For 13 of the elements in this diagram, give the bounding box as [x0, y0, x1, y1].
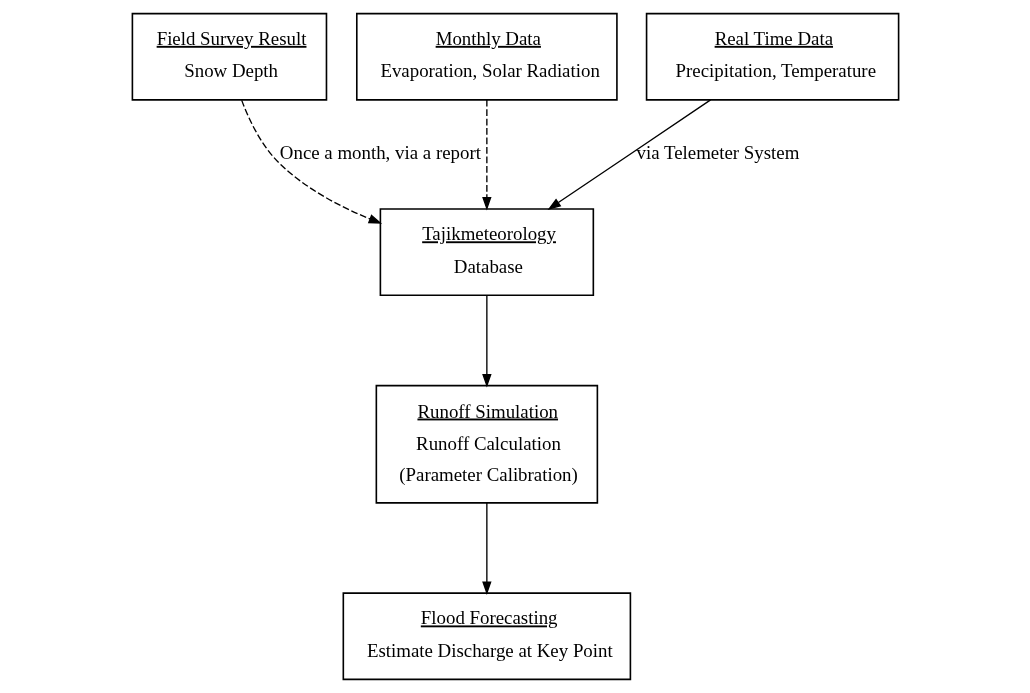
edge-label: via Telemeter System	[636, 142, 799, 164]
node-box: Flood Forecasting Estimate Discharge at Key Point	[342, 592, 631, 681]
arrow	[240, 99, 382, 224]
node-box: Field Survey Result Snow Depth	[131, 12, 327, 101]
node-box: Runoff Simulation Runoff Calculation (Parameter Calibration)	[375, 384, 598, 504]
node-box: Monthly Data Evaporation, Solar Radiation	[355, 12, 618, 101]
arrow	[481, 294, 492, 388]
arrow	[547, 99, 711, 210]
node-box: Real Time Data Precipitation, Temperature	[645, 12, 899, 101]
edge-label: Once a month, via a report	[279, 142, 481, 164]
arrow	[481, 502, 492, 595]
arrow	[481, 99, 492, 211]
node-box: Tajikmeteorology Database	[379, 208, 594, 297]
